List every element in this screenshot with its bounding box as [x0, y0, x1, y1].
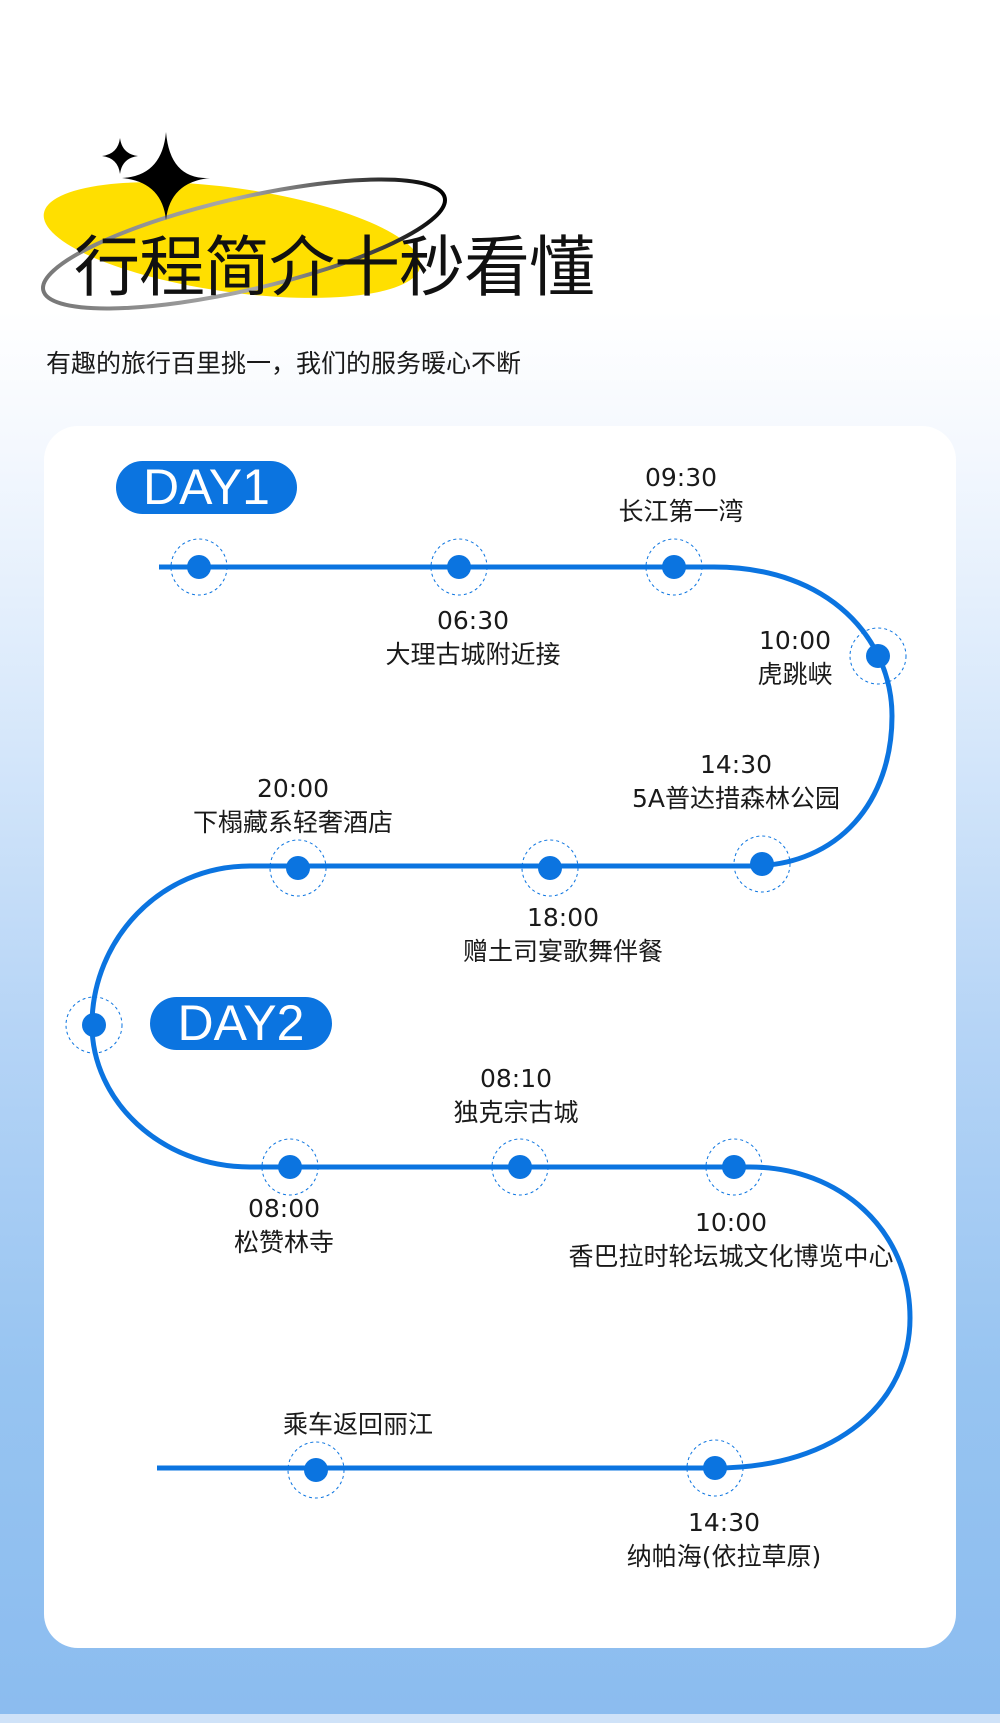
stop-name: 赠土司宴歌舞伴餐: [462, 937, 664, 966]
route-node[interactable]: [269, 839, 327, 897]
route-node[interactable]: [705, 1138, 763, 1196]
route-node[interactable]: [645, 538, 703, 596]
stop-label: 14:30 5A普达措森林公园: [632, 748, 840, 816]
stop-label: 06:30 大理古城附近接: [385, 604, 560, 672]
route-node[interactable]: [849, 627, 907, 685]
stop-name: 下榻藏系轻奢酒店: [192, 808, 394, 837]
route-node[interactable]: [733, 835, 791, 893]
stop-label: 08:00 松赞林寺: [234, 1192, 334, 1260]
stop-label: 20:00 下榻藏系轻奢酒店: [193, 772, 393, 840]
route-node[interactable]: [430, 538, 488, 596]
stop-time: 10:00: [758, 626, 832, 655]
stop-label: 08:10 独克宗古城: [453, 1062, 578, 1130]
day1-badge: DAY1: [116, 461, 297, 514]
stop-time: 06:30: [436, 606, 510, 635]
route-node[interactable]: [491, 1138, 549, 1196]
stop-name: 长江第一湾: [618, 497, 744, 526]
stop-label: 10:00 虎跳峡: [757, 624, 832, 692]
sparkle-star-icon: [122, 132, 210, 220]
page-title: 行程简介十秒看懂: [74, 229, 595, 306]
bottom-strip: [0, 1714, 1000, 1723]
hero-header: 行程简介十秒看懂 有趣的旅行百里挑一，我们的服务暖心不断: [0, 0, 1000, 378]
stop-name: 独克宗古城: [453, 1098, 579, 1127]
stop-time: 10:00: [694, 1208, 768, 1237]
day2-badge: DAY2: [150, 997, 332, 1050]
page-subtitle: 有趣的旅行百里挑一，我们的服务暖心不断: [46, 349, 522, 378]
stop-time: 18:00: [526, 903, 600, 932]
stop-name: 乘车返回丽江: [282, 1410, 434, 1439]
stop-time: 20:00: [256, 774, 330, 803]
stop-name: 纳帕海(依拉草原): [626, 1542, 822, 1571]
route-node[interactable]: [65, 996, 123, 1054]
route-node[interactable]: [261, 1138, 319, 1196]
route-node[interactable]: [170, 538, 228, 596]
stop-name: 大理古城附近接: [385, 640, 561, 669]
route-node[interactable]: [686, 1439, 744, 1497]
stop-name: 虎跳峡: [757, 660, 833, 689]
stop-time: 08:10: [479, 1064, 553, 1093]
stop-label: 乘车返回丽江: [283, 1408, 433, 1442]
stop-time: 14:30: [699, 750, 773, 779]
route-node[interactable]: [287, 1441, 345, 1499]
stop-name: 香巴拉时轮坛城文化博览中心: [568, 1242, 894, 1271]
small-sparkle-icon: [102, 138, 138, 174]
stop-time: 08:00: [247, 1194, 321, 1223]
stop-label: 09:30 长江第一湾: [618, 461, 743, 529]
stop-label: 18:00 赠土司宴歌舞伴餐: [463, 901, 663, 969]
title-decoration: [41, 132, 447, 311]
route-node[interactable]: [521, 839, 579, 897]
stop-label: 14:30 纳帕海(依拉草原): [627, 1506, 822, 1574]
orbit-ring: [41, 177, 447, 311]
stop-label: 10:00 香巴拉时轮坛城文化博览中心: [568, 1206, 893, 1274]
stop-name: 5A普达措森林公园: [631, 784, 841, 813]
stop-name: 松赞林寺: [233, 1228, 335, 1257]
stop-time: 09:30: [644, 463, 718, 492]
stop-time: 14:30: [687, 1508, 761, 1537]
